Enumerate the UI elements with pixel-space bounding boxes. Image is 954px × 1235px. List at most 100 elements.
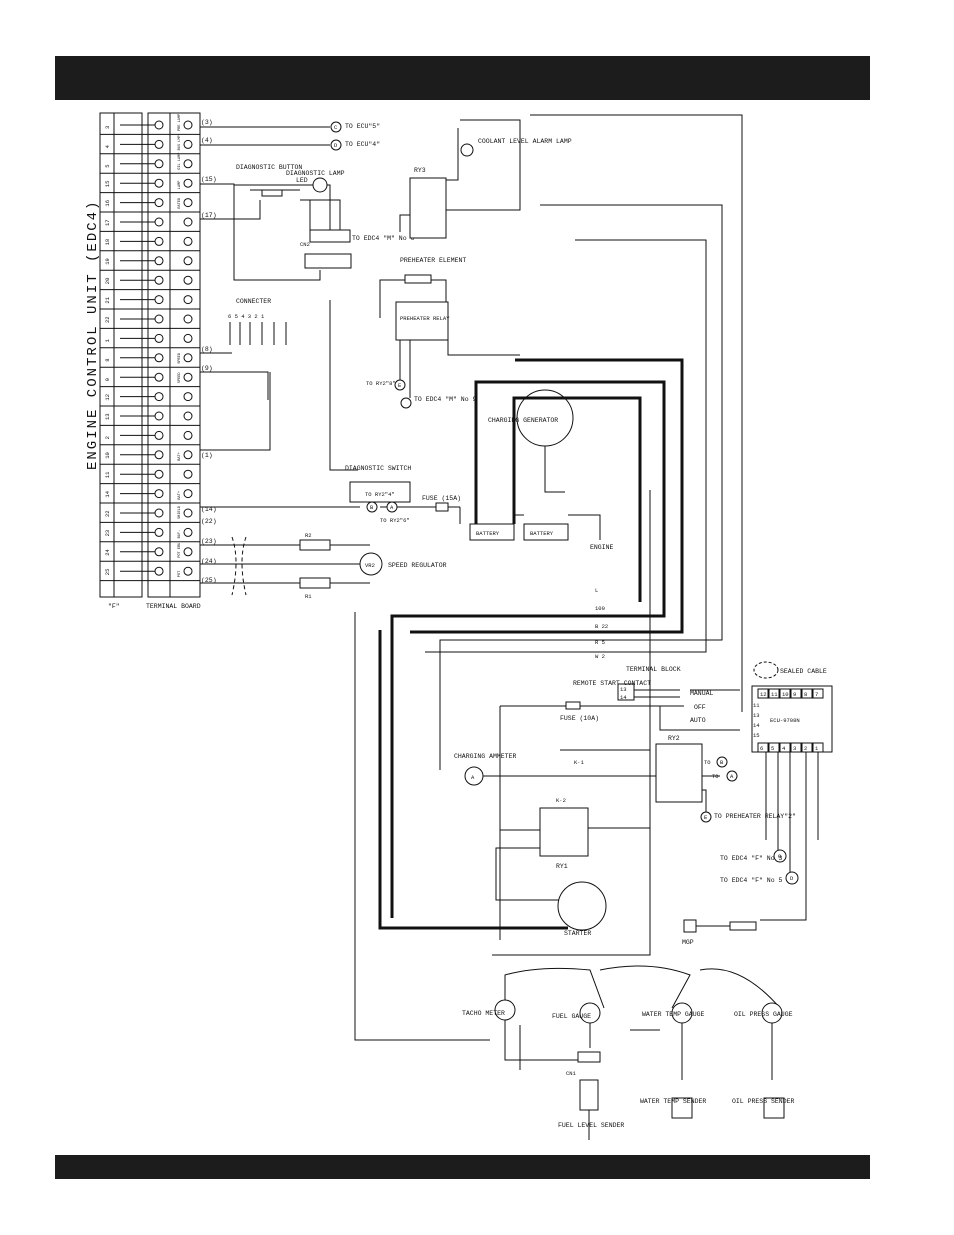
starter: STARTER [557,881,607,937]
senders: CN1 FUEL LEVEL SENDER WATER TEMP SENDER … [558,1051,795,1140]
svg-text:L: L [595,587,598,594]
svg-text:(14): (14) [201,506,217,513]
svg-text:OIL PRESS SENDER: OIL PRESS SENDER [732,1098,795,1105]
gauges: TACHO METER FUEL GAUGE WATER TEMP GAUGE … [462,965,793,1080]
ecu-pin-number: 13 [104,413,111,420]
ref-c-circle [330,121,342,133]
svg-text:D: D [790,875,794,882]
ecu-9708n-side-terminal: 14 [753,722,760,729]
svg-text:(23): (23) [201,538,217,545]
terminal-screw [154,411,164,421]
ecu-pin-number: 2 [104,436,111,439]
terminal-tag: OIL LAMP [178,153,182,170]
svg-text:MGP: MGP [682,939,694,946]
svg-text:FUEL GAUGE: FUEL GAUGE [552,1013,591,1020]
svg-text:K·1: K·1 [574,759,585,766]
terminal-screw [183,275,193,285]
diagnostic-switch: DIAGNOSTIC SWITCH TO RY2"4" B A TO RY2"6… [200,465,461,524]
starter-body [557,881,607,931]
svg-text:(25): (25) [201,577,217,584]
ecu-9708n-terminal-number: 9 [793,691,796,698]
ref-a-circle [386,501,398,513]
fuse-10a [565,701,581,710]
svg-text:B: B [720,759,724,766]
ecu-9708n-side-terminal: 15 [753,732,760,739]
ref-edc4-m6: TO EDC4 "M" No 6 [352,235,415,242]
svg-text:TERMINAL BLOCK: TERMINAL BLOCK [626,666,681,673]
ecu-pin-number: 15 [104,181,111,188]
ecu-connector-frame [99,112,143,598]
terminal-screw [183,430,193,440]
svg-text:G: G [778,853,781,860]
terminal-screw [183,508,193,518]
svg-text:STARTER: STARTER [564,930,591,937]
svg-text:A: A [471,774,475,781]
ref-d2-circle [785,871,799,885]
ecu-9708n-terminal-number: 12 [760,691,767,698]
terminal-screw [154,508,164,518]
ecu-pin-number: 12 [104,394,111,401]
speed-regulator-label: SPEED REGULATOR [388,562,447,569]
terminal-screw [154,489,164,499]
svg-text:RY1: RY1 [556,863,568,870]
svg-text:FUEL LEVEL SENDER: FUEL LEVEL SENDER [558,1122,624,1129]
ecu-pin-number: 21 [104,296,111,303]
vr2-potentiometer [359,552,383,576]
ref-ecu5: TO ECU"5" [345,123,380,130]
terminal-screw [183,527,193,537]
terminal-tag: LAMP [178,181,182,190]
connecter-block: CONNECTER 6 5 4 3 2 1 [200,298,358,471]
svg-text:TO RY2"6": TO RY2"6" [380,517,410,524]
terminal-screw [154,547,164,557]
terminal-screw [154,275,164,285]
svg-text:E: E [704,814,708,821]
svg-text:B 22: B 22 [595,623,608,630]
svg-text:E: E [398,382,402,389]
terminal-screw [154,256,164,266]
terminal-screw [183,159,193,169]
svg-text:VR2: VR2 [365,562,375,569]
ref-b2-circle [716,756,728,768]
preheater-element-label: PREHEATER ELEMENT [400,257,466,264]
ecu-9708n-terminal [801,688,813,699]
ecu-9708n-terminal-number: 4 [782,745,786,752]
ecu-pin-number: 5 [104,164,111,167]
ry1-body [539,807,589,857]
svg-text:(4): (4) [201,137,213,144]
terminal-tag: POT ERU [178,543,182,558]
svg-text:AUTO: AUTO [690,717,706,724]
terminal-screw [183,566,193,576]
coolant-label: COOLANT LEVEL ALARM LAMP [478,138,572,145]
terminal-screw [154,120,164,130]
ecu-pin-number: 14 [104,490,111,497]
terminal-screw [183,314,193,324]
svg-text:TO EDC4 "F" No 3: TO EDC4 "F" No 3 [720,855,783,862]
svg-text:R2: R2 [305,532,312,539]
preheater-element [404,274,432,284]
ry1-relay: K·2 RY1 [495,780,650,901]
fuel-level-sender [579,1079,599,1111]
battery-cables [378,358,684,930]
svg-text:OFF: OFF [694,704,706,711]
terminal-board-label: TERMINAL BOARD [146,603,201,610]
terminal-block-body [617,683,635,701]
terminal-screw [154,178,164,188]
ecu-9708n-terminal-number: 10 [782,691,789,698]
diag-switch-body [349,481,411,503]
terminal-screw [154,314,164,324]
svg-text:TO RY2"8": TO RY2"8" [366,380,396,387]
ref-ecu4: TO ECU"4" [345,141,380,148]
ecu-pin-number: 8 [104,358,111,361]
ecu-pin-number: 4 [104,144,111,148]
terminal-screw [154,139,164,149]
svg-text:TO PREHEATER RELAY"2": TO PREHEATER RELAY"2" [714,813,796,820]
ecu-pin-number: 19 [104,258,111,265]
mgp: MGP [682,919,757,946]
terminal-screw [154,217,164,227]
terminal-screw [154,566,164,576]
svg-text:14: 14 [620,694,627,701]
ecu-9708n-terminal-number: 3 [793,745,796,752]
